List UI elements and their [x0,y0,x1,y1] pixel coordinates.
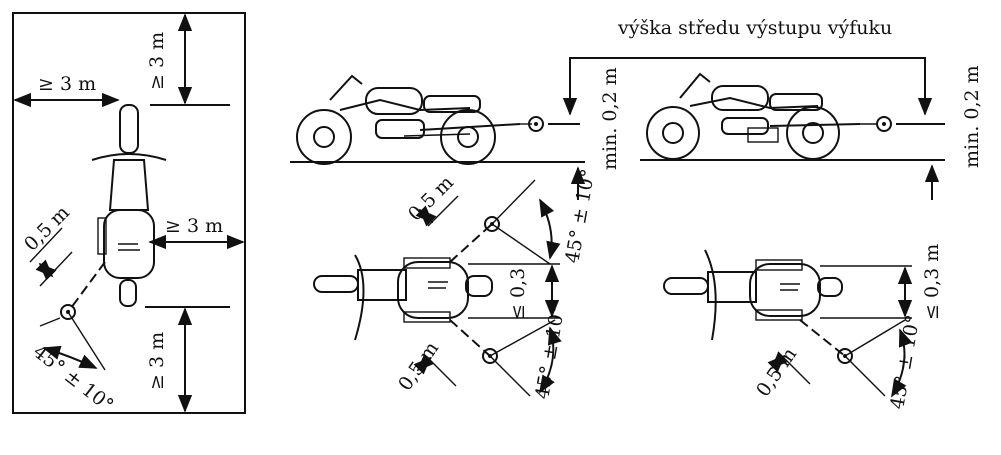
microphone-point-middle-upper [484,216,500,232]
label-half-m-left: 0,5 m [20,202,74,256]
panel-middle: 0,5 m 45° ± 10° ≤ 0,3 0,5 m 45° ± 10° [290,74,599,401]
label-min02m-right: min. 0,2 m [961,65,983,168]
label-ge3m-left: ≥ 3 m [38,73,96,95]
label-angle-middle-upper: 45° ± 10° [561,167,599,265]
measurement-area-frame [12,12,246,414]
label-half-m-right: 0,5 m [752,344,801,401]
microphone-point-right-side [876,116,892,132]
label-le03m-right: ≤ 0,3 m [921,244,943,320]
label-le03-middle: ≤ 0,3 [507,268,529,320]
label-exhaust-height: výška středu výstupu výfuku [617,17,892,39]
motorcycle-side-view-middle [296,74,521,165]
label-ge3m-top: ≥ 3 m [146,32,168,90]
microphone-point-right-lower [837,348,853,364]
min02-middle: min. 0,2 m [570,67,621,200]
motorcycle-top-view-right [663,249,843,341]
exhaust-height-callout: výška středu výstupu výfuku [562,17,933,116]
motorcycle-top-view-vertical [91,104,167,307]
label-angle-left: 45° ± 10° [29,341,118,417]
panel-left-top-view: ≥ 3 m ≥ 3 m ≥ 3 m ≥ 3 m 0,5 m 45° ± 10° [12,12,246,417]
label-ge3m-bottom: ≥ 3 m [146,332,168,390]
microphone-point-left [60,304,76,320]
label-ge3m-right: ≥ 3 m [165,215,223,237]
label-min02m-middle: min. 0,2 m [599,67,621,170]
motorcycle-side-view-right [646,72,861,160]
label-half-m-middle-upper: 0,5 m [404,172,458,226]
motorcycle-top-view-middle [313,254,493,341]
microphone-point-middle-lower [482,348,498,364]
microphone-point-middle-side [528,116,544,132]
panel-right: min. 0,2 m ≤ 0,3 m 0,5 m 45° ± 10° [640,65,983,411]
